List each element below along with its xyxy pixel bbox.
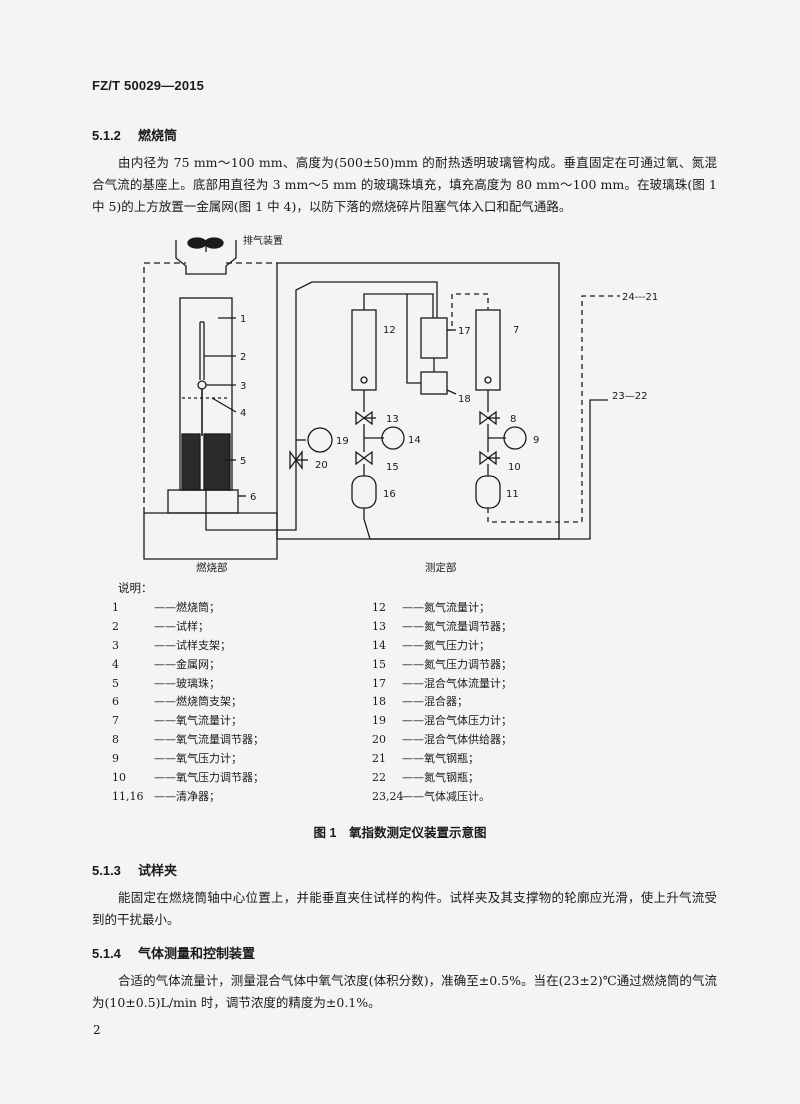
section-title: 试样夹	[138, 863, 178, 878]
legend-item: 19——混合气体压力计；	[372, 714, 512, 728]
legend-item: 7——氧气流量计；	[112, 714, 242, 728]
callout-24-21: 24---21	[622, 292, 658, 303]
callout-16: 16	[383, 489, 396, 500]
legend-item: 8——氧气流量调节器；	[112, 733, 264, 747]
legend-item: 6——燃烧筒支架；	[112, 695, 242, 709]
callout-23-22: 23—22	[612, 391, 647, 402]
legend-item: 13——氮气流量调节器；	[372, 619, 512, 633]
callout-5: 5	[240, 456, 246, 467]
callout-10: 10	[508, 462, 521, 473]
callout-14: 14	[408, 435, 421, 446]
legend-item: 20——混合气体供给器；	[372, 733, 512, 747]
callout-18: 18	[458, 394, 471, 405]
legend-title: 说明：	[118, 581, 153, 595]
callout-19: 19	[336, 436, 349, 447]
section-paragraph-5-1-3: 能固定在燃烧筒轴中心位置上，并能垂直夹住试样的构件。试样夹及其支撑物的轮廓应光滑…	[92, 890, 717, 927]
callout-15: 15	[386, 462, 399, 473]
callout-9: 9	[533, 435, 539, 446]
legend-left-column: 1——燃烧筒； 2——试样； 3——试样支架； 4——金属网； 5——玻璃珠； …	[112, 599, 264, 807]
section-title: 气体测量和控制装置	[138, 946, 256, 961]
legend-item: 12——氮气流量计；	[372, 601, 490, 614]
section-number: 5.1.3	[92, 863, 121, 878]
legend-item: 11,16——清净器；	[112, 789, 220, 803]
section-paragraph-5-1-2: 由内径为 75 mm～100 mm、高度为(500±50)mm 的耐热透明玻璃管…	[92, 155, 717, 214]
legend-item: 18——混合器；	[372, 695, 468, 709]
combustion-part-label: 燃烧部	[196, 561, 228, 574]
apparatus-diagram: 排气装置 1 2 3 4 5 6 7 8 9 10 11 12 13 14 15…	[143, 234, 658, 574]
figure-caption: 图 1 氧指数测定仪装置示意图	[313, 826, 487, 840]
callout-7: 7	[513, 325, 519, 336]
legend-item: 23,24——气体减压计。	[372, 789, 490, 803]
callout-13: 13	[386, 414, 399, 425]
measurement-part-label: 测定部	[425, 561, 457, 574]
callout-20: 20	[315, 460, 328, 471]
page-number: 2	[93, 1023, 101, 1037]
section-number: 5.1.2	[92, 128, 121, 143]
legend-item: 17——混合气体流量计；	[372, 676, 512, 690]
legend-item: 15——氮气压力调节器；	[372, 657, 512, 671]
section-title: 燃烧筒	[138, 128, 178, 143]
section-paragraph-5-1-4: 合适的气体流量计，测量混合气体中氧气浓度(体积分数)，准确至±0.5%。当在(2…	[92, 973, 717, 1010]
section-heading-5-1-4: 5.1.4 气体测量和控制装置	[92, 943, 255, 962]
callout-2: 2	[240, 352, 246, 363]
legend-item: 14——氮气压力计；	[372, 638, 490, 652]
legend-item: 4——金属网；	[112, 657, 220, 671]
callout-6: 6	[250, 492, 256, 503]
callout-11: 11	[506, 489, 519, 500]
document-header: FZ/T 50029—2015	[92, 78, 205, 93]
exhaust-label: 排气装置	[243, 234, 283, 247]
legend-item: 3——试样支架；	[112, 638, 231, 652]
section-heading-5-1-2: 5.1.2 燃烧筒	[92, 125, 177, 144]
callout-17: 17	[458, 326, 471, 337]
callout-3: 3	[240, 381, 246, 392]
legend-item: 22——氮气钢瓶；	[372, 771, 479, 785]
legend-item: 1——燃烧筒；	[112, 601, 220, 614]
callout-8: 8	[510, 414, 516, 425]
legend-item: 21——氧气钢瓶；	[372, 752, 479, 766]
section-number: 5.1.4	[92, 946, 121, 961]
callout-4: 4	[240, 408, 246, 419]
legend-item: 2——试样；	[112, 619, 209, 633]
legend-item: 10——氧气压力调节器；	[112, 771, 264, 785]
callout-12: 12	[383, 325, 396, 336]
legend-item: 5——玻璃珠；	[112, 676, 220, 690]
legend-item: 9——氧气压力计；	[112, 752, 242, 766]
callout-1: 1	[240, 314, 246, 325]
legend-right-column: 12——氮气流量计； 13——氮气流量调节器； 14——氮气压力计； 15——氮…	[372, 599, 512, 807]
section-heading-5-1-3: 5.1.3 试样夹	[92, 860, 177, 879]
